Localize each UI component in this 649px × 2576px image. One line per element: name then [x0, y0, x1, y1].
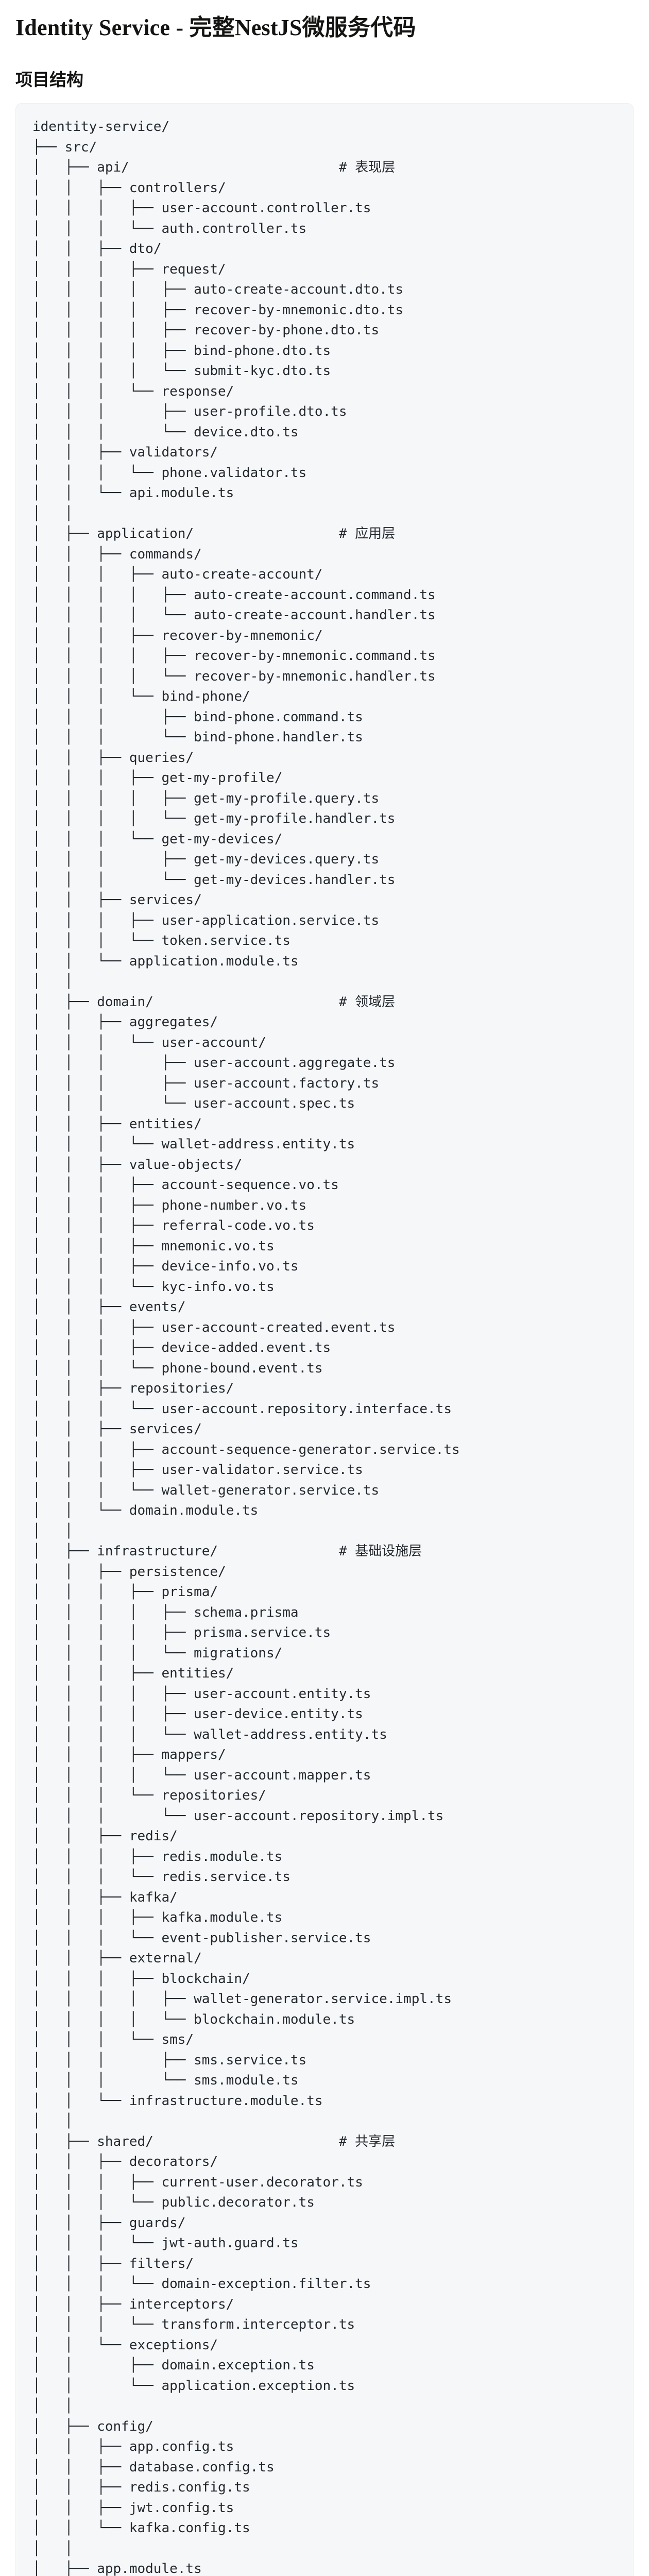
file-tree: identity-service/ ├── src/ │ ├── api/ # … — [32, 119, 460, 2576]
page-title: Identity Service - 完整NestJS微服务代码 — [15, 15, 416, 40]
section-heading-project-structure: 项目结构 — [15, 71, 83, 90]
project-structure-code-block: identity-service/ ├── src/ │ ├── api/ # … — [15, 103, 634, 2576]
